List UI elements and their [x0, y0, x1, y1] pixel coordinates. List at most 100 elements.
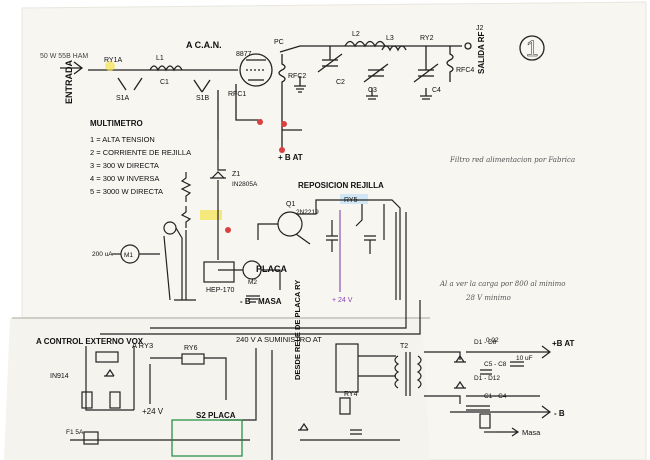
- input-arrow: [60, 61, 84, 75]
- sheet-circle-number: 1: [526, 36, 538, 61]
- diode-stack: [454, 354, 466, 363]
- resistor-ladder: [180, 206, 192, 228]
- zener-highlight: [200, 210, 222, 220]
- plus-24v-bottom-label: +24 V: [142, 407, 164, 416]
- handwritten-note-28v: 28 V minimo: [465, 294, 511, 302]
- output-b-plus-arrow: [540, 345, 551, 359]
- input-label: ENTRADA: [64, 60, 74, 104]
- rf-chain: [60, 40, 472, 150]
- output-b-minus-arrow: [540, 405, 551, 419]
- bleeder-resistor: [479, 413, 491, 429]
- ground-symbol: [246, 295, 260, 303]
- rfc4: [446, 46, 454, 82]
- switch-s1b: [193, 79, 211, 93]
- hep170-label: HEP-170: [206, 287, 235, 294]
- vox-control-label: A CONTROL EXTERNO VOX: [36, 337, 144, 346]
- resistor-r150: [109, 391, 121, 409]
- relay-ry5-label: RY5: [344, 197, 358, 204]
- rfc2: [278, 54, 286, 96]
- test-point: [257, 119, 263, 125]
- variable-capacitor-c2: [317, 46, 343, 73]
- diode-in914-label: IN914: [50, 373, 69, 380]
- test-point: [279, 147, 285, 153]
- diode-d1: [298, 422, 309, 431]
- relay-contact-block: [335, 343, 359, 393]
- meter-item-3: 3 = 300 W DIRECTA: [90, 161, 159, 170]
- plate-cap-label: PC: [274, 39, 284, 46]
- ry3-label: A RY3: [132, 341, 153, 350]
- ry4-label: RY4: [344, 391, 358, 398]
- control-bus: [100, 300, 421, 335]
- switch-s1a-label: S1A: [116, 95, 130, 102]
- fuse-label: F1 5A: [66, 429, 84, 436]
- ground-symbol: [366, 88, 378, 100]
- tube-label: 8877: [236, 51, 252, 58]
- ground-symbol: [420, 88, 432, 100]
- handwritten-note-load: Al a ver la carga por 800 al minimo: [439, 280, 566, 288]
- diode-in914: [104, 368, 115, 377]
- cathode-network: [235, 84, 262, 121]
- capacitor-c1: [350, 429, 362, 435]
- relay-contact-highlight: [105, 61, 115, 71]
- output-label: SALIDA RF: [477, 32, 486, 74]
- relay-ry1-coil: [95, 351, 119, 363]
- cap-c1-label: C1: [160, 79, 169, 86]
- b-plus-at-label: + B AT: [278, 153, 303, 162]
- relay-coil-highlight: [340, 194, 368, 204]
- resistor-r150: [81, 391, 93, 409]
- coil-l2-label: L2: [352, 31, 360, 38]
- transformer-primary: [394, 355, 400, 389]
- meter-m2-label: M2: [248, 279, 257, 286]
- bridge-label-a: D1 - D8: [474, 339, 497, 346]
- input-note: 50 W 55B HAM: [40, 53, 88, 60]
- tube-envelope: [239, 53, 273, 87]
- labels: 1 50 W 55B HAM ENTRADA RY1A J2 RY2 SALID…: [36, 25, 575, 437]
- transformer-label: T2: [400, 343, 408, 350]
- diode-stack: [454, 380, 466, 389]
- meter-m1-label: M1: [124, 252, 133, 259]
- meter-title: MULTIMETRO: [90, 119, 143, 128]
- rf-output-line: [279, 45, 462, 53]
- masa-label: MASA: [258, 297, 282, 306]
- rfc4-label: RFC4: [456, 67, 474, 74]
- s2-plate-relay-outline: [171, 419, 243, 457]
- switch-s1a: [117, 77, 143, 91]
- transistor-label: Q1: [286, 201, 295, 208]
- meter-scale-label: 200 uA: [92, 251, 113, 258]
- relay-ry6-coil: [181, 353, 205, 365]
- paper-lower-sheet: [4, 318, 430, 460]
- desde-relay-label: DESDE RELE DE PLACA RY: [293, 280, 302, 380]
- plus-24v-label: + 24 V: [332, 297, 353, 304]
- test-point: [225, 227, 231, 233]
- input-relay-label: RY1A: [104, 57, 122, 64]
- meter-section: [112, 140, 407, 303]
- caps-label-a: C1 - C4: [484, 393, 507, 400]
- relay-ry4: [339, 397, 351, 415]
- coil-l1-label: L1: [156, 55, 164, 62]
- ground-symbol: [294, 76, 306, 93]
- meter-item-4: 4 = 300 W INVERSA: [90, 174, 159, 183]
- coil-l3: [381, 45, 407, 52]
- filter-capacitor: [466, 405, 490, 411]
- minus-b-label: - B: [240, 297, 251, 306]
- output-relay-label: RY2: [420, 35, 434, 42]
- zener-part-label: IN2805A: [232, 181, 258, 188]
- filter-value-b: 10 uF: [516, 355, 533, 362]
- control-bus: [150, 300, 407, 329]
- control-section: [70, 300, 551, 460]
- cap-c4-label: C4: [432, 87, 441, 94]
- output-jack: [464, 42, 472, 50]
- ry6-label: RY6: [184, 345, 198, 352]
- variable-capacitor-c3: [363, 63, 389, 83]
- hep170-diodes: [203, 261, 235, 283]
- capacitor: [326, 220, 338, 252]
- cap-c2-label: C2: [336, 79, 345, 86]
- bridge-label-b: D1 - D12: [474, 375, 500, 382]
- rfc2-label: RFC2: [288, 73, 306, 80]
- test-point: [281, 121, 287, 127]
- sheet-number-ring: [519, 35, 545, 61]
- capacitor: [364, 235, 376, 254]
- handwritten-note-filter: Filtro red alimentacion por Fabrica: [449, 156, 575, 164]
- masa-arrow: [498, 427, 520, 437]
